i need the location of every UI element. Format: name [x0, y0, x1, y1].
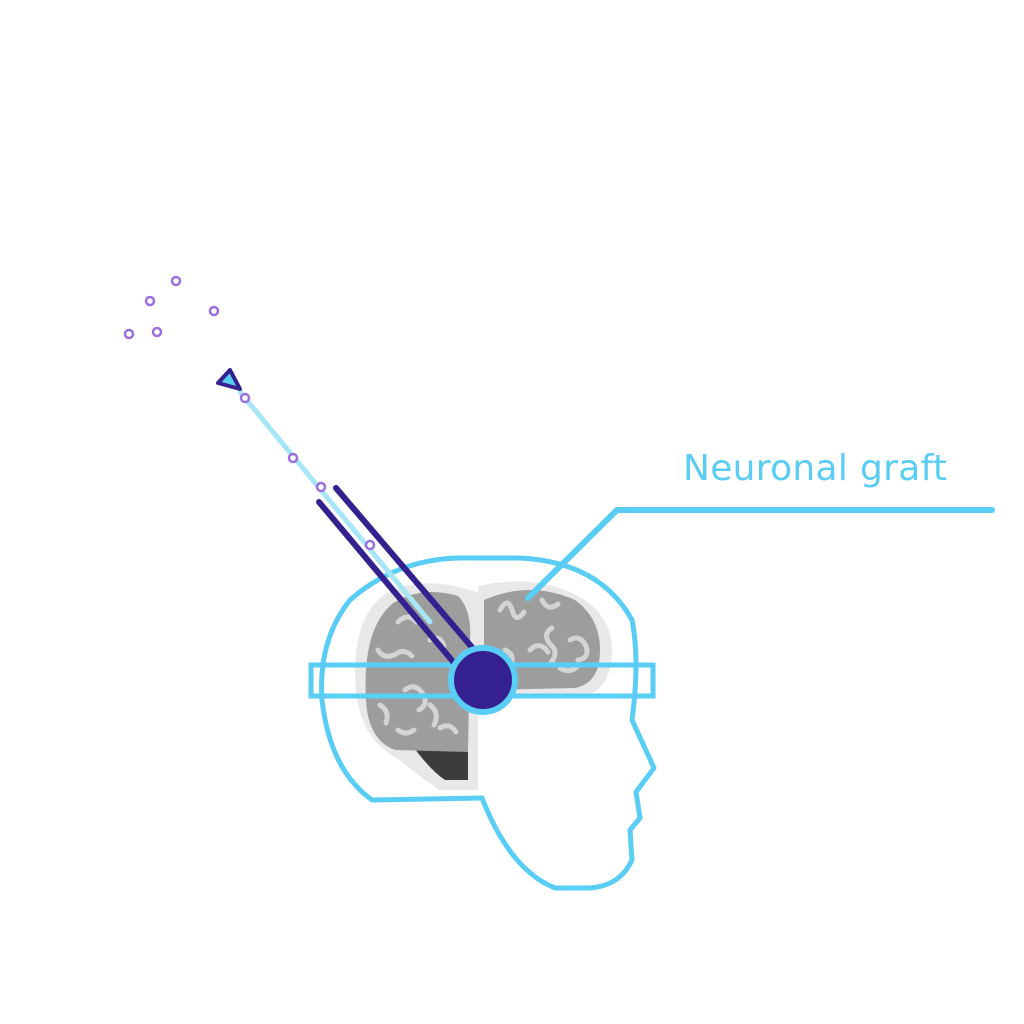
particle-cluster — [123, 275, 376, 551]
particle — [170, 275, 182, 287]
brain-back-lobe — [365, 591, 471, 752]
head-profile-icon — [319, 555, 657, 891]
particle — [123, 328, 135, 340]
particle — [315, 481, 327, 493]
particle — [287, 452, 299, 464]
callout-line — [525, 507, 995, 601]
graft-node — [448, 645, 518, 715]
particle — [144, 295, 156, 307]
brain-icon — [355, 581, 612, 790]
particle — [208, 305, 220, 317]
particle — [239, 392, 251, 404]
triangle-tip-icon — [216, 368, 242, 391]
neuronal-graft-label: Neuronal graft — [683, 448, 948, 489]
trajectory-beam — [237, 389, 433, 625]
particle — [364, 539, 376, 551]
particle — [151, 326, 163, 338]
injection-needle-icon — [316, 485, 479, 667]
